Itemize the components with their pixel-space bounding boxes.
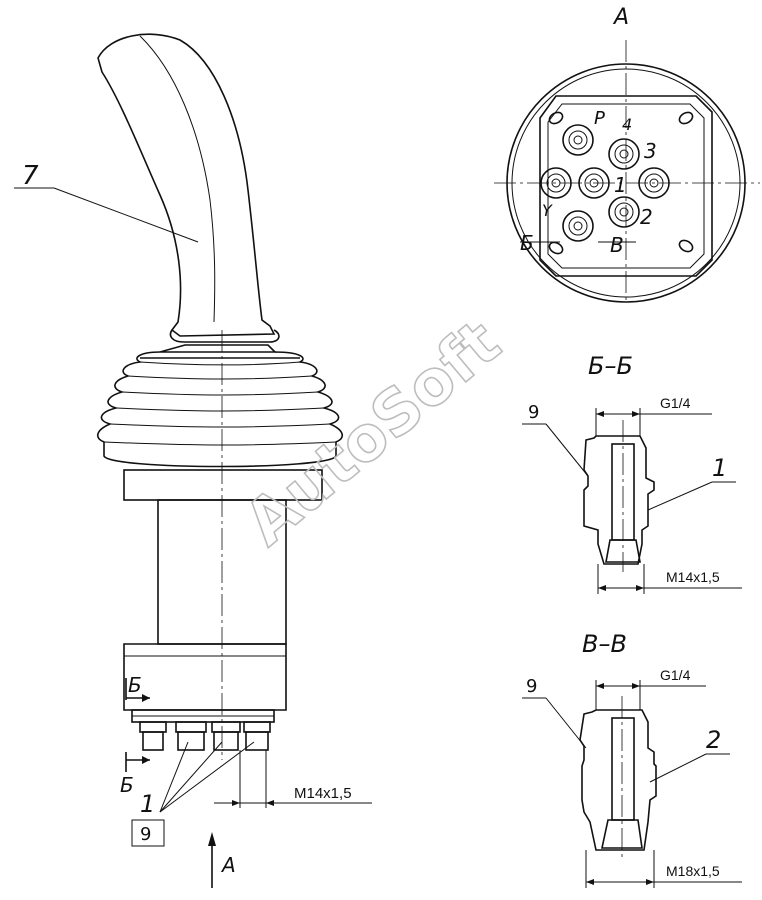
section-mark-top: Б bbox=[128, 673, 142, 697]
view-arrow-label: A bbox=[220, 853, 236, 877]
section-bb: Б–Б G1/4 M14x1,5 9 1 bbox=[522, 352, 742, 594]
port-label-y: Y bbox=[542, 201, 553, 220]
joystick-handle bbox=[97, 33, 276, 337]
port-label-1: 1 bbox=[614, 173, 627, 197]
section-bb-title: Б–Б bbox=[588, 352, 633, 380]
port-label-v: В bbox=[610, 233, 624, 257]
callout-9-main: 9 bbox=[140, 824, 151, 845]
bb-thread-bottom: M14x1,5 bbox=[666, 569, 720, 585]
section-vv-title: В–В bbox=[582, 630, 627, 658]
view-a: A P 4 3 1 Y 2 Б В bbox=[494, 5, 760, 303]
port-label-b: Б bbox=[520, 231, 534, 255]
vv-thread-bottom: M18x1,5 bbox=[666, 863, 720, 879]
joystick-main-view: Б Б M14x1,5 7 1 9 A bbox=[14, 33, 372, 888]
vv-thread-top: G1/4 bbox=[660, 667, 691, 683]
callout-1-main: 1 bbox=[140, 790, 155, 818]
port-label-2: 2 bbox=[640, 205, 653, 229]
rubber-boot bbox=[97, 344, 343, 468]
port-label-3: 3 bbox=[644, 139, 657, 163]
thread-dim-main: M14x1,5 bbox=[294, 785, 352, 802]
view-a-title: A bbox=[612, 5, 629, 30]
port-label-p: P bbox=[594, 108, 605, 129]
watermark: AutoSoft bbox=[231, 305, 514, 559]
bb-callout-9: 9 bbox=[528, 402, 539, 423]
vv-callout-9: 9 bbox=[526, 676, 537, 697]
vv-callout-2: 2 bbox=[706, 726, 721, 754]
bb-thread-top: G1/4 bbox=[660, 395, 691, 411]
bb-callout-1: 1 bbox=[712, 454, 727, 482]
port-fittings bbox=[540, 124, 670, 242]
fitting-row bbox=[131, 709, 275, 751]
section-vv: В–В G1/4 M18x1,5 9 2 bbox=[522, 630, 742, 888]
callout-7: 7 bbox=[22, 161, 39, 191]
port-label-4: 4 bbox=[622, 115, 632, 134]
section-mark-bottom: Б bbox=[120, 773, 134, 797]
